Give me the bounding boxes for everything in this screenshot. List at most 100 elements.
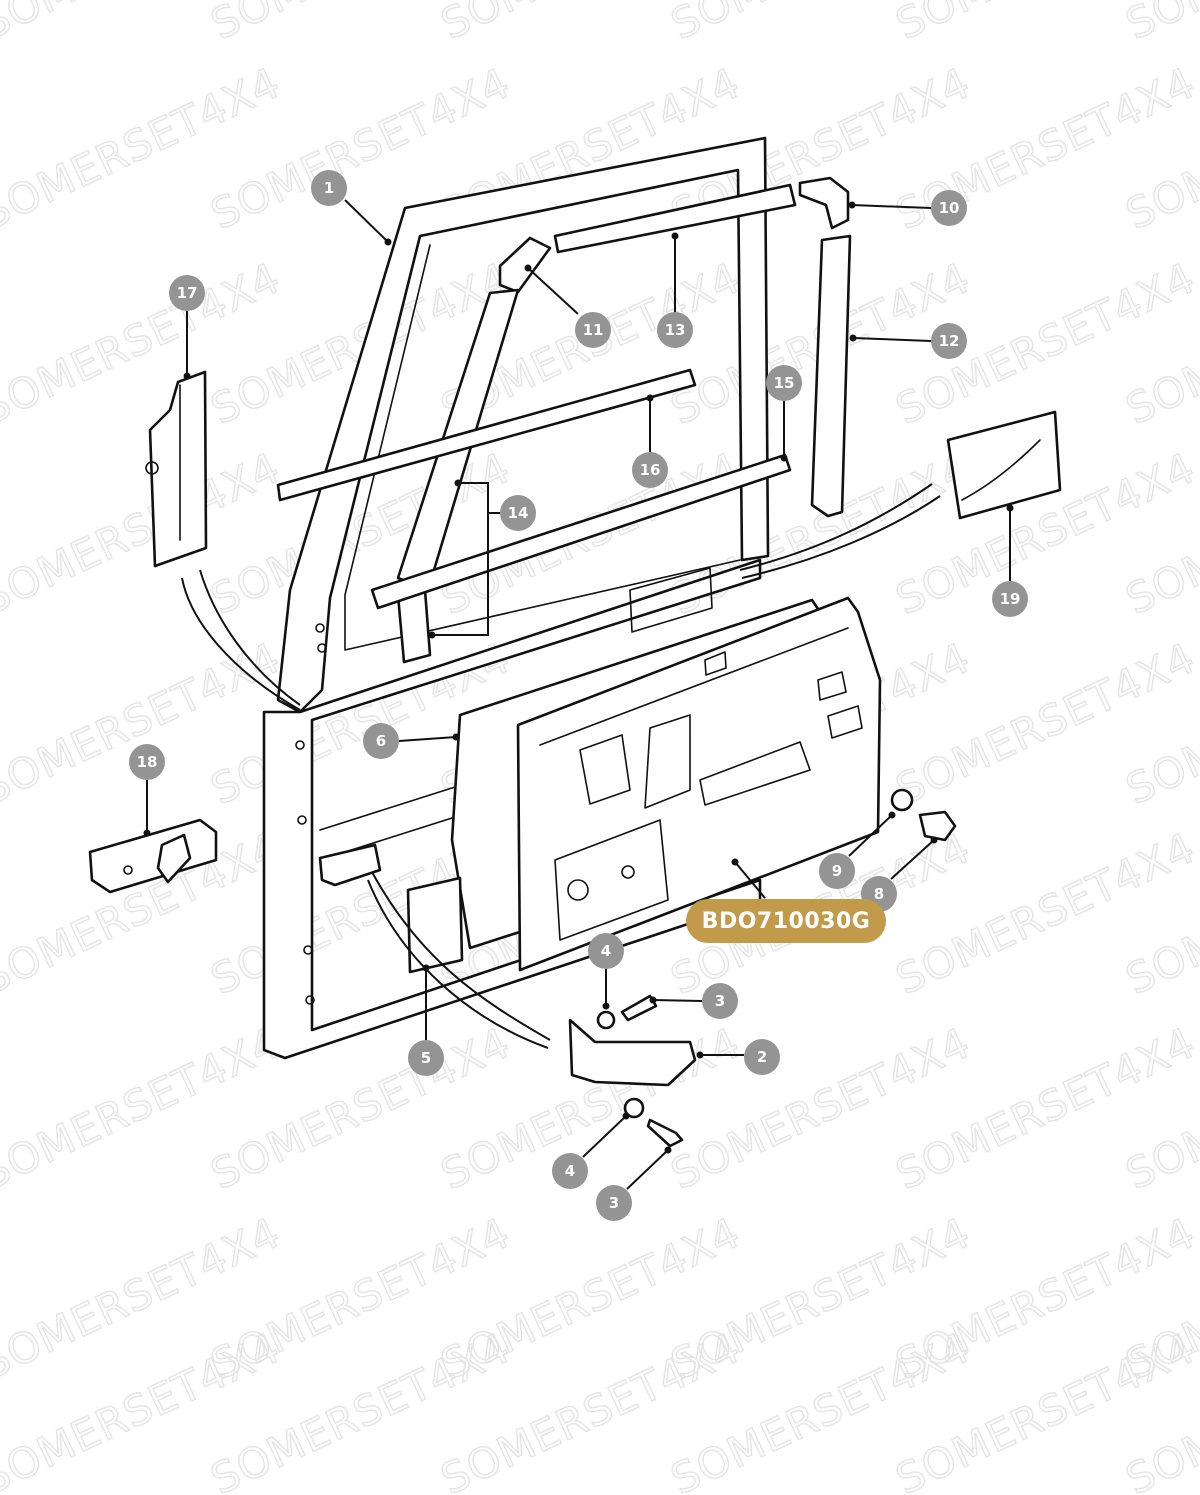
callout-c6: 6 (363, 723, 399, 759)
callout-c18: 18 (129, 744, 165, 780)
leader-line-c11-dot (524, 264, 532, 272)
leader-line-c3a-dot (649, 996, 657, 1004)
leader-line-c11 (527, 267, 579, 315)
callout-c14: 14 (500, 495, 536, 531)
callout-circle (992, 581, 1028, 617)
callout-label: 1 (324, 179, 334, 197)
callout-circle (129, 744, 165, 780)
reference-badge-bg (686, 899, 886, 943)
callout-circle (169, 275, 205, 311)
callout-circle (744, 1039, 780, 1075)
callout-c16: 16 (632, 452, 668, 488)
leader-line-c14-b (432, 513, 489, 636)
callout-circle (363, 723, 399, 759)
part-4a (596, 1010, 616, 1030)
leader-lines (143, 199, 1014, 1190)
callout-label: 11 (583, 321, 604, 339)
hinge-assembly (318, 788, 957, 1148)
callout-label: 14 (508, 504, 529, 522)
callout-circle (931, 190, 967, 226)
part-5 (406, 876, 464, 974)
part-9 (890, 788, 914, 812)
callout-label: 9 (832, 862, 842, 880)
callout-c9: 9 (819, 853, 855, 889)
part-10 (798, 176, 850, 230)
reference-code: BDO710030G (702, 909, 871, 934)
callout-circle (931, 323, 967, 359)
mirror-patch (946, 410, 1062, 520)
callout-circle (552, 1153, 588, 1189)
callout-c4b: 4 (552, 1153, 588, 1189)
callout-label: 8 (874, 885, 884, 903)
callout-label: 12 (939, 332, 960, 350)
leader-line-c4b (582, 1115, 627, 1158)
callout-c3b: 3 (596, 1185, 632, 1221)
part-7 (516, 596, 882, 972)
leader-line-c6-dot (452, 733, 460, 741)
upper-hinge-strap (318, 843, 382, 887)
door-trim-panel (450, 596, 882, 972)
leader-line-c12 (852, 337, 932, 342)
leader-line-c3a (652, 999, 703, 1002)
callout-circle (311, 170, 347, 206)
callout-label: 3 (609, 1194, 619, 1212)
callout-label: 19 (1000, 590, 1021, 608)
leader-line-c2-dot (696, 1051, 704, 1059)
leader-line-c10-dot (848, 201, 856, 209)
part-8 (918, 810, 957, 842)
callout-circle (657, 312, 693, 348)
callout-c13: 13 (657, 312, 693, 348)
callout-c17: 17 (169, 275, 205, 311)
callout-label: 4 (565, 1162, 575, 1180)
callout-c10: 10 (931, 190, 967, 226)
leader-line-c14 (458, 482, 500, 514)
callout-label: 5 (421, 1049, 431, 1067)
callout-label: 10 (939, 199, 960, 217)
part-4b (623, 1097, 645, 1119)
leader-line-c19-dot (1006, 504, 1014, 512)
part-3a (620, 994, 658, 1022)
callout-circle (500, 495, 536, 531)
callout-c2: 2 (744, 1039, 780, 1075)
callout-c3a: 3 (702, 983, 738, 1019)
assembly-guides (181, 483, 941, 1049)
leader-line-c14-b-dot (428, 631, 436, 639)
leader-line-c8-dot (930, 836, 938, 844)
callout-circle (596, 1185, 632, 1221)
leader-line-c4a-dot (602, 1002, 610, 1010)
leader-line-c8 (890, 839, 935, 880)
callout-c15: 15 (766, 365, 802, 401)
leader-line-c14-dot (454, 479, 462, 487)
callout-label: 17 (177, 284, 198, 302)
callout-label: 13 (665, 321, 686, 339)
callout-label: 16 (640, 461, 661, 479)
callout-label: 4 (601, 942, 611, 960)
glass-run-channels (276, 176, 852, 664)
callout-circle (408, 1040, 444, 1076)
callout-c12: 12 (931, 323, 967, 359)
leader-line-c4b-dot (622, 1112, 630, 1120)
callout-label: 15 (774, 374, 795, 392)
callout-circle (819, 853, 855, 889)
callout-c4a: 4 (588, 933, 624, 969)
leader-line-c15-dot (780, 454, 788, 462)
reference-badge: BDO710030G (686, 858, 886, 943)
part-3b (646, 1118, 684, 1148)
leader-line-c9-dot (888, 811, 896, 819)
callout-label: 3 (715, 992, 725, 1010)
leader-line-c3b-dot (664, 1146, 672, 1154)
callout-label: 2 (757, 1048, 767, 1066)
leader-line-c1-dot (384, 238, 392, 246)
leader-line-c16-dot (646, 394, 654, 402)
part-13 (553, 183, 797, 254)
callout-c1: 1 (311, 170, 347, 206)
callout-circle (702, 983, 738, 1019)
callout-circle (766, 365, 802, 401)
check-strap-bracket (145, 370, 208, 568)
part-16 (276, 368, 697, 502)
leader-line-c18-dot (143, 829, 151, 837)
leader-line-c9 (848, 814, 893, 857)
part-11 (498, 236, 552, 294)
